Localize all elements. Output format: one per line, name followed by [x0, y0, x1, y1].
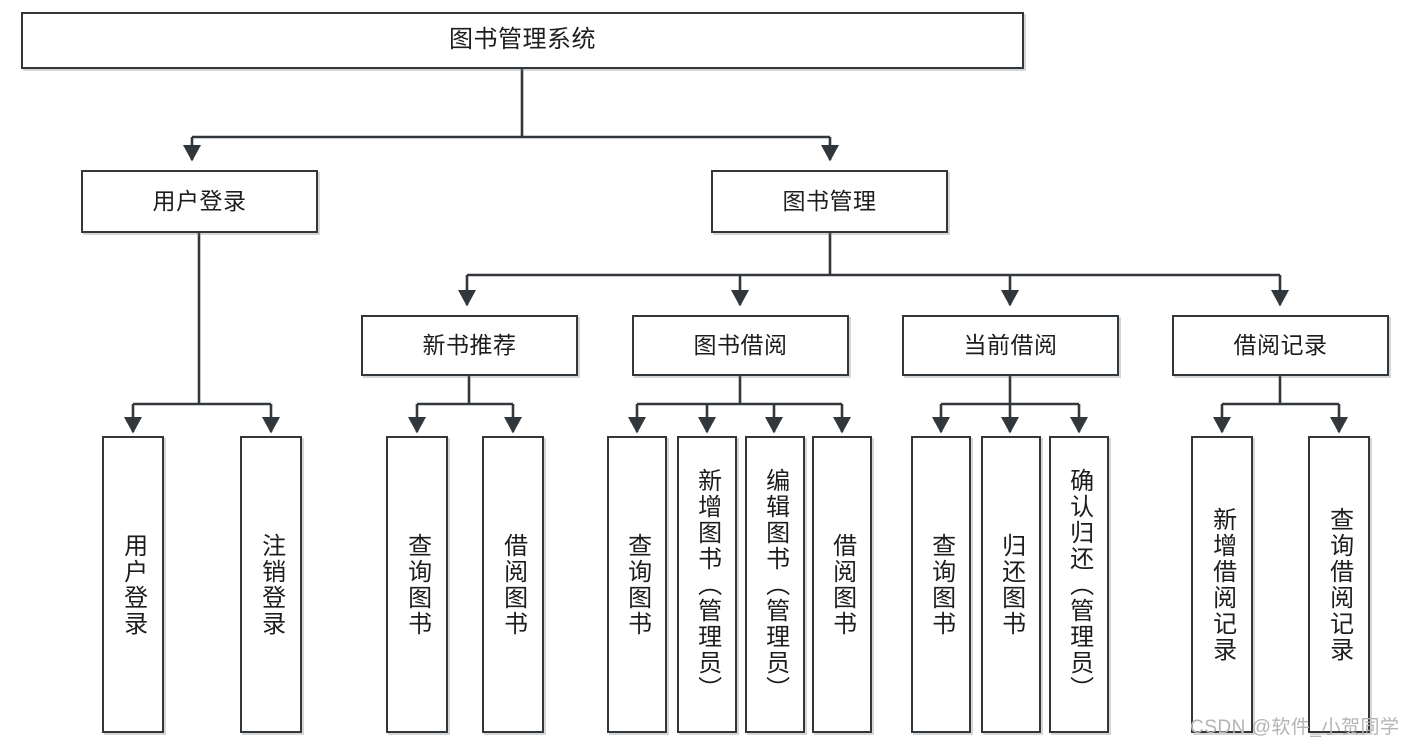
node-label: 编辑图书（管理员） — [761, 467, 789, 702]
node-label: 查询图书 — [403, 532, 431, 637]
node-label: 查询借阅记录 — [1325, 506, 1353, 663]
leaf-query-borrow-record[interactable]: 查询借阅记录 — [1308, 436, 1370, 733]
node-label: 查询图书 — [623, 532, 651, 637]
node-label: 借阅记录 — [1233, 331, 1328, 358]
leaf-borrow-book-recommend[interactable]: 借阅图书 — [482, 436, 544, 733]
node-label: 用户登录 — [119, 532, 147, 637]
leaf-add-book-admin[interactable]: 新增图书（管理员） — [677, 436, 737, 733]
node-label: 用户登录 — [152, 187, 247, 214]
node-label: 归还图书 — [997, 532, 1025, 637]
node-label: 借阅图书 — [828, 532, 856, 637]
leaf-logout-login[interactable]: 注销登录 — [240, 436, 302, 733]
node-label: 图书管理系统 — [449, 26, 596, 54]
node-label: 图书借阅 — [693, 331, 788, 358]
leaf-query-book-current[interactable]: 查询图书 — [911, 436, 971, 733]
leaf-edit-book-admin[interactable]: 编辑图书（管理员） — [745, 436, 805, 733]
watermark-text: CSDN @软件_小贺同学 — [1190, 717, 1400, 738]
leaf-query-book-borrow[interactable]: 查询图书 — [607, 436, 667, 733]
leaf-user-login[interactable]: 用户登录 — [102, 436, 164, 733]
node-root-book-management-system[interactable]: 图书管理系统 — [21, 12, 1024, 69]
node-label: 注销登录 — [257, 532, 285, 637]
node-label: 新增借阅记录 — [1208, 506, 1236, 663]
node-label: 查询图书 — [927, 532, 955, 637]
leaf-add-borrow-record[interactable]: 新增借阅记录 — [1191, 436, 1253, 733]
node-label: 新增图书（管理员） — [693, 467, 721, 702]
node-book-management[interactable]: 图书管理 — [711, 170, 948, 233]
node-label: 图书管理 — [782, 187, 877, 214]
node-book-borrow[interactable]: 图书借阅 — [632, 315, 849, 376]
node-new-book-recommend[interactable]: 新书推荐 — [361, 315, 578, 376]
leaf-borrow-book-borrow[interactable]: 借阅图书 — [812, 436, 872, 733]
leaf-query-book-recommend[interactable]: 查询图书 — [386, 436, 448, 733]
leaf-return-book[interactable]: 归还图书 — [981, 436, 1041, 733]
leaf-confirm-return-admin[interactable]: 确认归还（管理员） — [1049, 436, 1109, 733]
node-user-login[interactable]: 用户登录 — [81, 170, 318, 233]
node-current-borrow[interactable]: 当前借阅 — [902, 315, 1119, 376]
node-label: 当前借阅 — [963, 331, 1058, 358]
node-label: 借阅图书 — [499, 532, 527, 637]
node-label: 新书推荐 — [422, 331, 517, 358]
node-label: 确认归还（管理员） — [1065, 467, 1093, 702]
node-borrow-record[interactable]: 借阅记录 — [1172, 315, 1389, 376]
